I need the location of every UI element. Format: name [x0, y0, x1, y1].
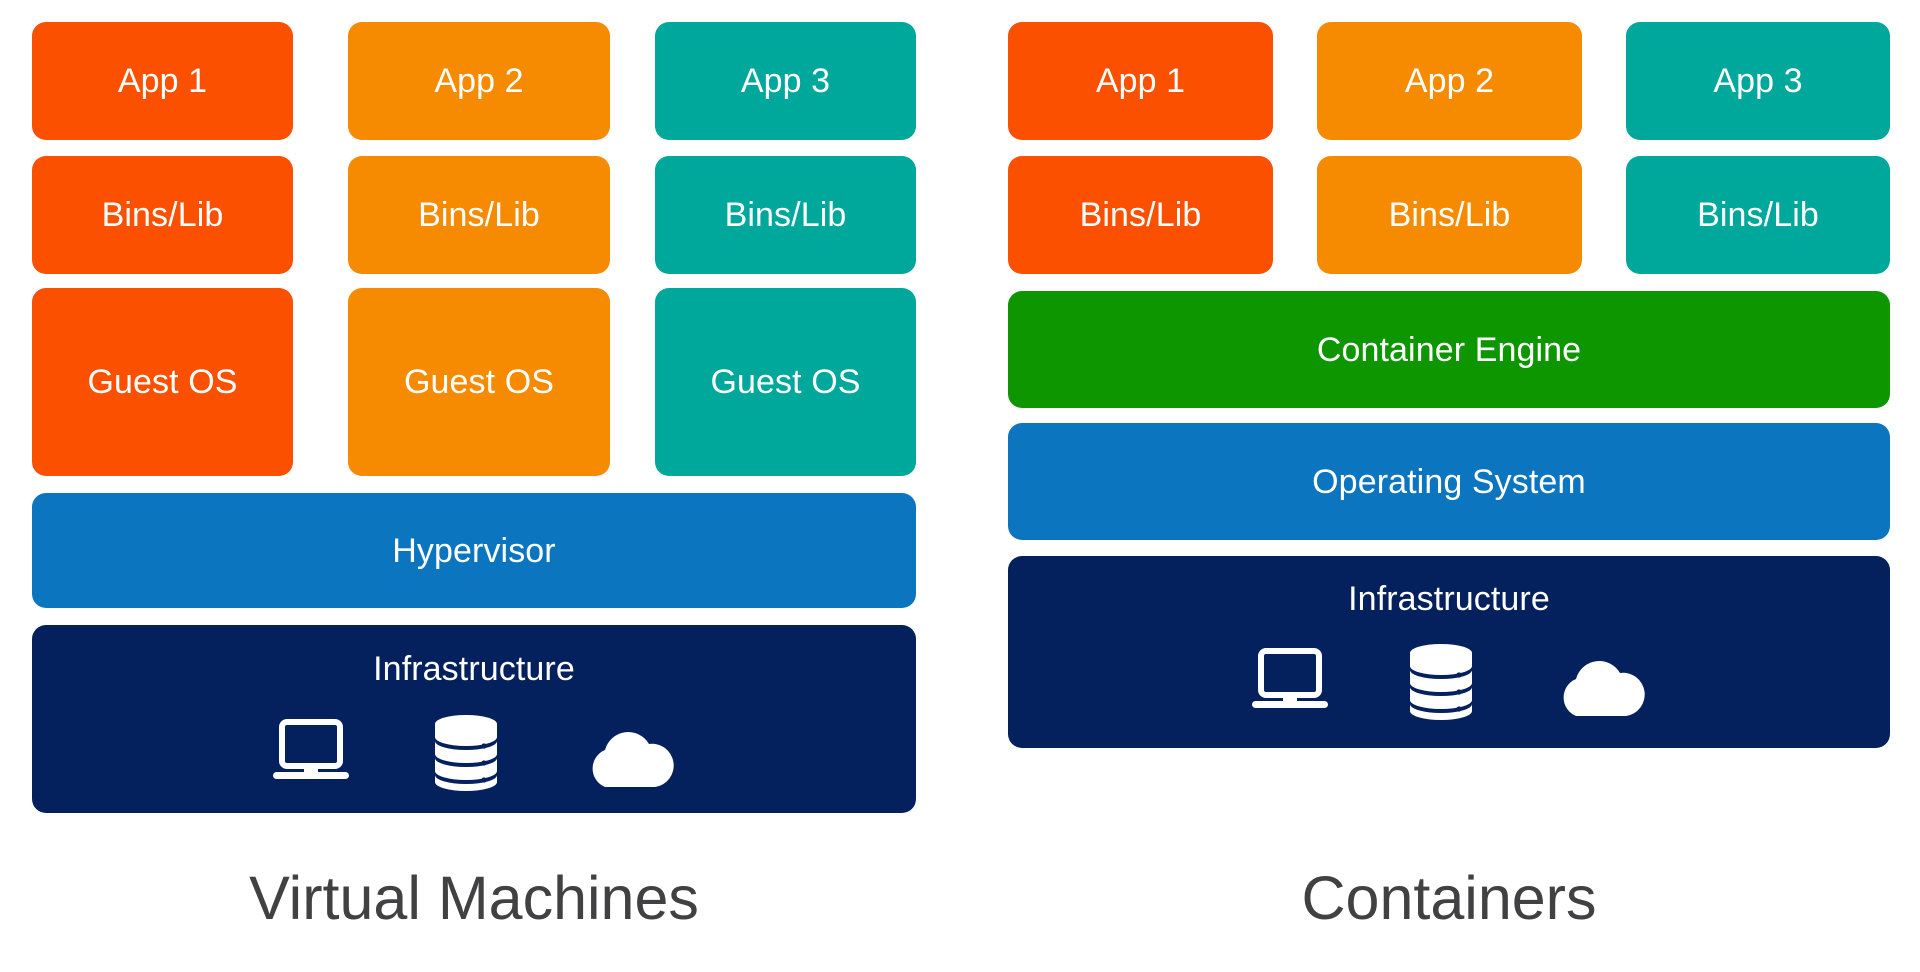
container-binslib3-label: Bins/Lib	[1697, 196, 1819, 234]
container-app2-label: App 2	[1404, 62, 1495, 100]
vm-app2-box[interactable]: App 2	[348, 22, 610, 140]
container-binslib3-box[interactable]: Bins/Lib	[1626, 156, 1890, 274]
container-infrastructure-bar[interactable]: Infrastructure	[1008, 556, 1890, 748]
vm-guestos3-label: Guest OS	[710, 363, 861, 401]
container-infrastructure-label: Infrastructure	[1348, 580, 1550, 618]
container-binslib1-box[interactable]: Bins/Lib	[1008, 156, 1273, 274]
container-binslib2-box[interactable]: Bins/Lib	[1317, 156, 1582, 274]
vm-binslib2-label: Bins/Lib	[418, 196, 540, 234]
vm-binslib1-label: Bins/Lib	[101, 196, 224, 234]
vm-guestos3-box[interactable]: Guest OS	[655, 288, 916, 476]
vm-guestos2-label: Guest OS	[403, 363, 555, 401]
database-icon	[435, 715, 497, 800]
cloud-icon	[583, 730, 675, 797]
vm-binslib3-box[interactable]: Bins/Lib	[655, 156, 916, 274]
container-app1-box[interactable]: App 1	[1008, 22, 1273, 140]
vm-infrastructure-icon-row	[32, 715, 916, 800]
vm-binslib2-box[interactable]: Bins/Lib	[348, 156, 610, 274]
container-app3-label: App 3	[1713, 62, 1803, 100]
vm-app2-label: App 2	[434, 62, 524, 100]
container-os-label: Operating System	[1312, 462, 1586, 501]
container-app2-box[interactable]: App 2	[1317, 22, 1582, 140]
container-infrastructure-icon-row	[1008, 644, 1890, 729]
vm-app3-box[interactable]: App 3	[655, 22, 916, 140]
vm-guestos2-box[interactable]: Guest OS	[348, 288, 610, 476]
container-engine-label: Container Engine	[1316, 330, 1582, 369]
container-panel-caption: Containers	[1301, 864, 1597, 932]
vm-guestos1-box[interactable]: Guest OS	[32, 288, 293, 476]
vm-app1-label: App 1	[117, 62, 208, 100]
container-binslib2-label: Bins/Lib	[1388, 196, 1511, 234]
container-app1-label: App 1	[1095, 62, 1186, 100]
vm-app1-box[interactable]: App 1	[32, 22, 293, 140]
vm-infrastructure-bar[interactable]: Infrastructure	[32, 625, 916, 813]
vm-hypervisor-label: Hypervisor	[392, 531, 556, 570]
container-os-bar[interactable]: Operating System	[1008, 423, 1890, 540]
database-icon	[1410, 644, 1472, 729]
container-app3-box[interactable]: App 3	[1626, 22, 1890, 140]
laptop-icon	[273, 719, 349, 796]
laptop-icon	[1252, 648, 1328, 725]
vm-binslib3-label: Bins/Lib	[724, 196, 847, 234]
cloud-icon	[1554, 659, 1646, 726]
vm-hypervisor-bar[interactable]: Hypervisor	[32, 493, 916, 608]
container-engine-bar[interactable]: Container Engine	[1008, 291, 1890, 408]
vm-binslib1-box[interactable]: Bins/Lib	[32, 156, 293, 274]
vm-guestos1-label: Guest OS	[87, 363, 238, 401]
vm-panel-caption: Virtual Machines	[249, 864, 699, 932]
vm-app3-label: App 3	[740, 62, 831, 100]
container-binslib1-label: Bins/Lib	[1079, 196, 1202, 234]
vm-infrastructure-label: Infrastructure	[373, 650, 575, 688]
